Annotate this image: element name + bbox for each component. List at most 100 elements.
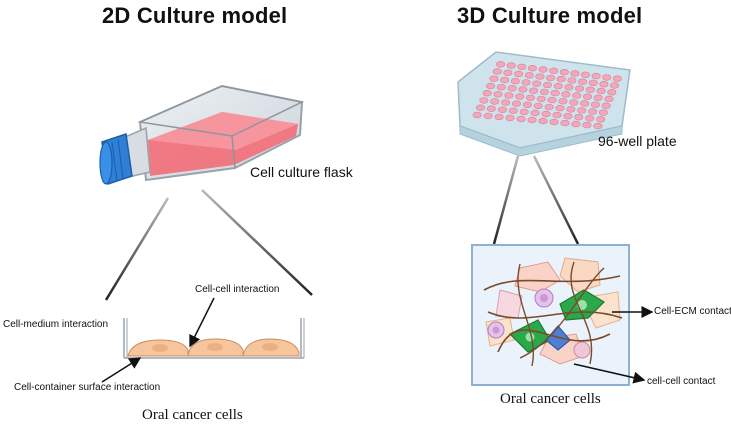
well — [507, 85, 517, 92]
well — [497, 106, 507, 114]
well — [582, 93, 592, 100]
well — [578, 78, 588, 85]
well — [527, 64, 537, 72]
plate-label: 96-well plate — [598, 133, 677, 149]
well — [506, 62, 516, 69]
well — [559, 68, 569, 76]
well — [519, 108, 529, 116]
well — [555, 104, 565, 112]
title-2d: 2D Culture model — [102, 3, 288, 28]
well — [571, 120, 581, 128]
label-cell-ecm-contact: Cell-ECM contact — [654, 306, 731, 317]
well — [493, 91, 503, 98]
well — [541, 110, 551, 118]
arrow-cell-container — [101, 357, 142, 383]
well — [486, 105, 496, 112]
well — [496, 83, 506, 91]
well — [529, 87, 539, 94]
well — [524, 72, 534, 79]
well — [580, 71, 590, 79]
well — [574, 113, 584, 121]
well — [550, 89, 560, 97]
well — [538, 117, 548, 125]
well — [472, 111, 482, 119]
well — [510, 77, 520, 85]
flask-label: Cell culture flask — [250, 164, 353, 180]
cell-culture-flask — [99, 84, 305, 185]
well — [593, 94, 603, 102]
well — [527, 116, 537, 124]
well — [518, 86, 528, 93]
well — [567, 77, 577, 84]
well — [566, 106, 576, 113]
well — [504, 92, 514, 99]
well — [536, 95, 546, 103]
well — [530, 109, 540, 117]
well — [560, 119, 570, 127]
well — [532, 80, 542, 87]
label-cell-container-interaction: Cell-container surface interaction — [14, 382, 161, 393]
well — [604, 95, 614, 103]
well — [569, 99, 579, 106]
well — [561, 91, 571, 98]
well — [505, 114, 515, 122]
well — [533, 102, 543, 110]
well — [544, 103, 554, 111]
well — [496, 61, 506, 68]
well — [521, 79, 531, 86]
well — [552, 111, 562, 119]
well — [582, 121, 592, 129]
well — [525, 94, 535, 102]
arrow-cell-cell-contact — [573, 363, 646, 384]
well — [558, 97, 568, 105]
well — [483, 112, 493, 120]
well — [585, 115, 595, 122]
well — [556, 75, 566, 83]
3d-cell-matrix — [483, 257, 623, 367]
well — [607, 89, 617, 96]
2d-container — [123, 318, 305, 359]
label-cell-cell-contact: cell-cell contact — [647, 376, 716, 387]
well — [577, 107, 587, 114]
2d-cell-monolayer — [127, 338, 300, 357]
well — [494, 113, 504, 121]
title-3d: 3D Culture model — [457, 3, 643, 28]
well — [501, 99, 511, 106]
well — [601, 102, 611, 110]
arrow-cell-cell — [189, 297, 215, 348]
well — [599, 80, 609, 88]
well — [511, 100, 521, 107]
well — [609, 82, 619, 89]
well — [479, 97, 489, 104]
well — [588, 79, 598, 87]
caption-3d: Oral cancer cells — [500, 391, 601, 407]
well — [547, 96, 557, 104]
well — [538, 66, 548, 73]
well — [542, 81, 552, 89]
well — [596, 116, 606, 123]
caption-2d: Oral cancer cells — [142, 407, 243, 423]
zoom-line-right-a — [492, 155, 520, 245]
well — [596, 87, 606, 95]
well — [486, 82, 496, 90]
well — [602, 74, 612, 81]
well — [575, 85, 585, 92]
well — [564, 84, 574, 91]
well — [517, 63, 527, 71]
label-cell-medium-interaction: Cell-medium interaction — [3, 319, 109, 330]
well — [539, 88, 549, 96]
well — [522, 101, 532, 109]
well — [553, 82, 563, 90]
zoom-line-left-b — [201, 189, 313, 296]
flask-cap — [99, 133, 133, 185]
well — [475, 104, 485, 111]
well — [482, 89, 492, 97]
zoom-line-left-a — [104, 197, 170, 301]
well — [546, 74, 556, 82]
well — [535, 73, 545, 80]
well — [593, 122, 603, 130]
well — [580, 100, 590, 107]
well — [563, 112, 573, 120]
well — [514, 70, 524, 78]
